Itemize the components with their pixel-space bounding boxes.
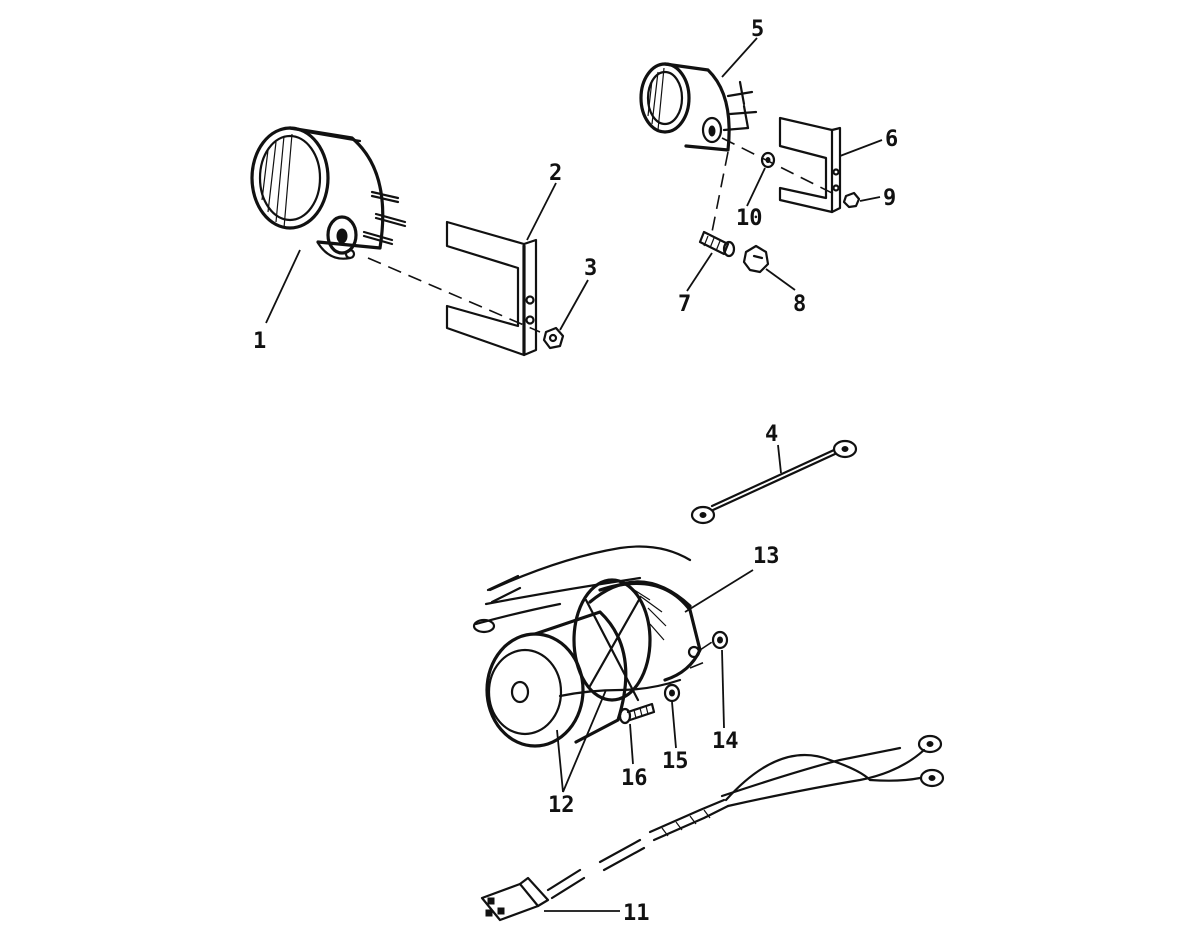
callout-3: 3 [584, 256, 597, 281]
leader-14 [721, 649, 725, 729]
leader-9 [859, 196, 881, 202]
callout-11: 11 [623, 901, 650, 926]
nut-small [842, 191, 861, 209]
washer-15 [663, 683, 681, 703]
leader-1 [265, 249, 301, 324]
leader-10 [746, 167, 766, 207]
callout-8: 8 [793, 292, 806, 317]
callout-6: 6 [885, 127, 898, 152]
bulb-socket [698, 230, 736, 258]
callout-9: 9 [883, 186, 896, 211]
leader-5 [721, 37, 758, 78]
wiring-harness [480, 734, 945, 922]
leader-15 [671, 701, 677, 749]
callout-1: 1 [253, 329, 266, 354]
bracket-large [445, 220, 538, 357]
callout-4: 4 [765, 422, 778, 447]
callout-13: 13 [753, 544, 780, 569]
callout-2: 2 [549, 161, 562, 186]
callout-14: 14 [712, 729, 739, 754]
leader-13 [684, 569, 754, 613]
leader-6 [839, 139, 883, 157]
callout-12: 12 [548, 793, 575, 818]
leader-3 [559, 279, 589, 331]
leader-16 [629, 723, 634, 765]
gauge-small [639, 62, 758, 152]
leader-12 [556, 689, 607, 793]
light-housing [472, 545, 702, 748]
callout-15: 15 [662, 749, 689, 774]
leader-2 [526, 182, 557, 241]
callout-16: 16 [621, 766, 648, 791]
leader-8 [765, 268, 796, 291]
callout-10: 10 [736, 206, 763, 231]
nut-large [542, 326, 565, 350]
bracket-small [778, 116, 842, 214]
callout-5: 5 [751, 17, 764, 42]
callout-7: 7 [678, 292, 691, 317]
washer-small [760, 151, 776, 169]
leader-4 [777, 444, 782, 474]
ground-strap [690, 439, 858, 525]
gauge-large [250, 126, 407, 260]
nut-14 [711, 630, 729, 650]
bulb [742, 244, 770, 274]
leader-7 [686, 252, 713, 292]
screw-16 [618, 702, 656, 725]
